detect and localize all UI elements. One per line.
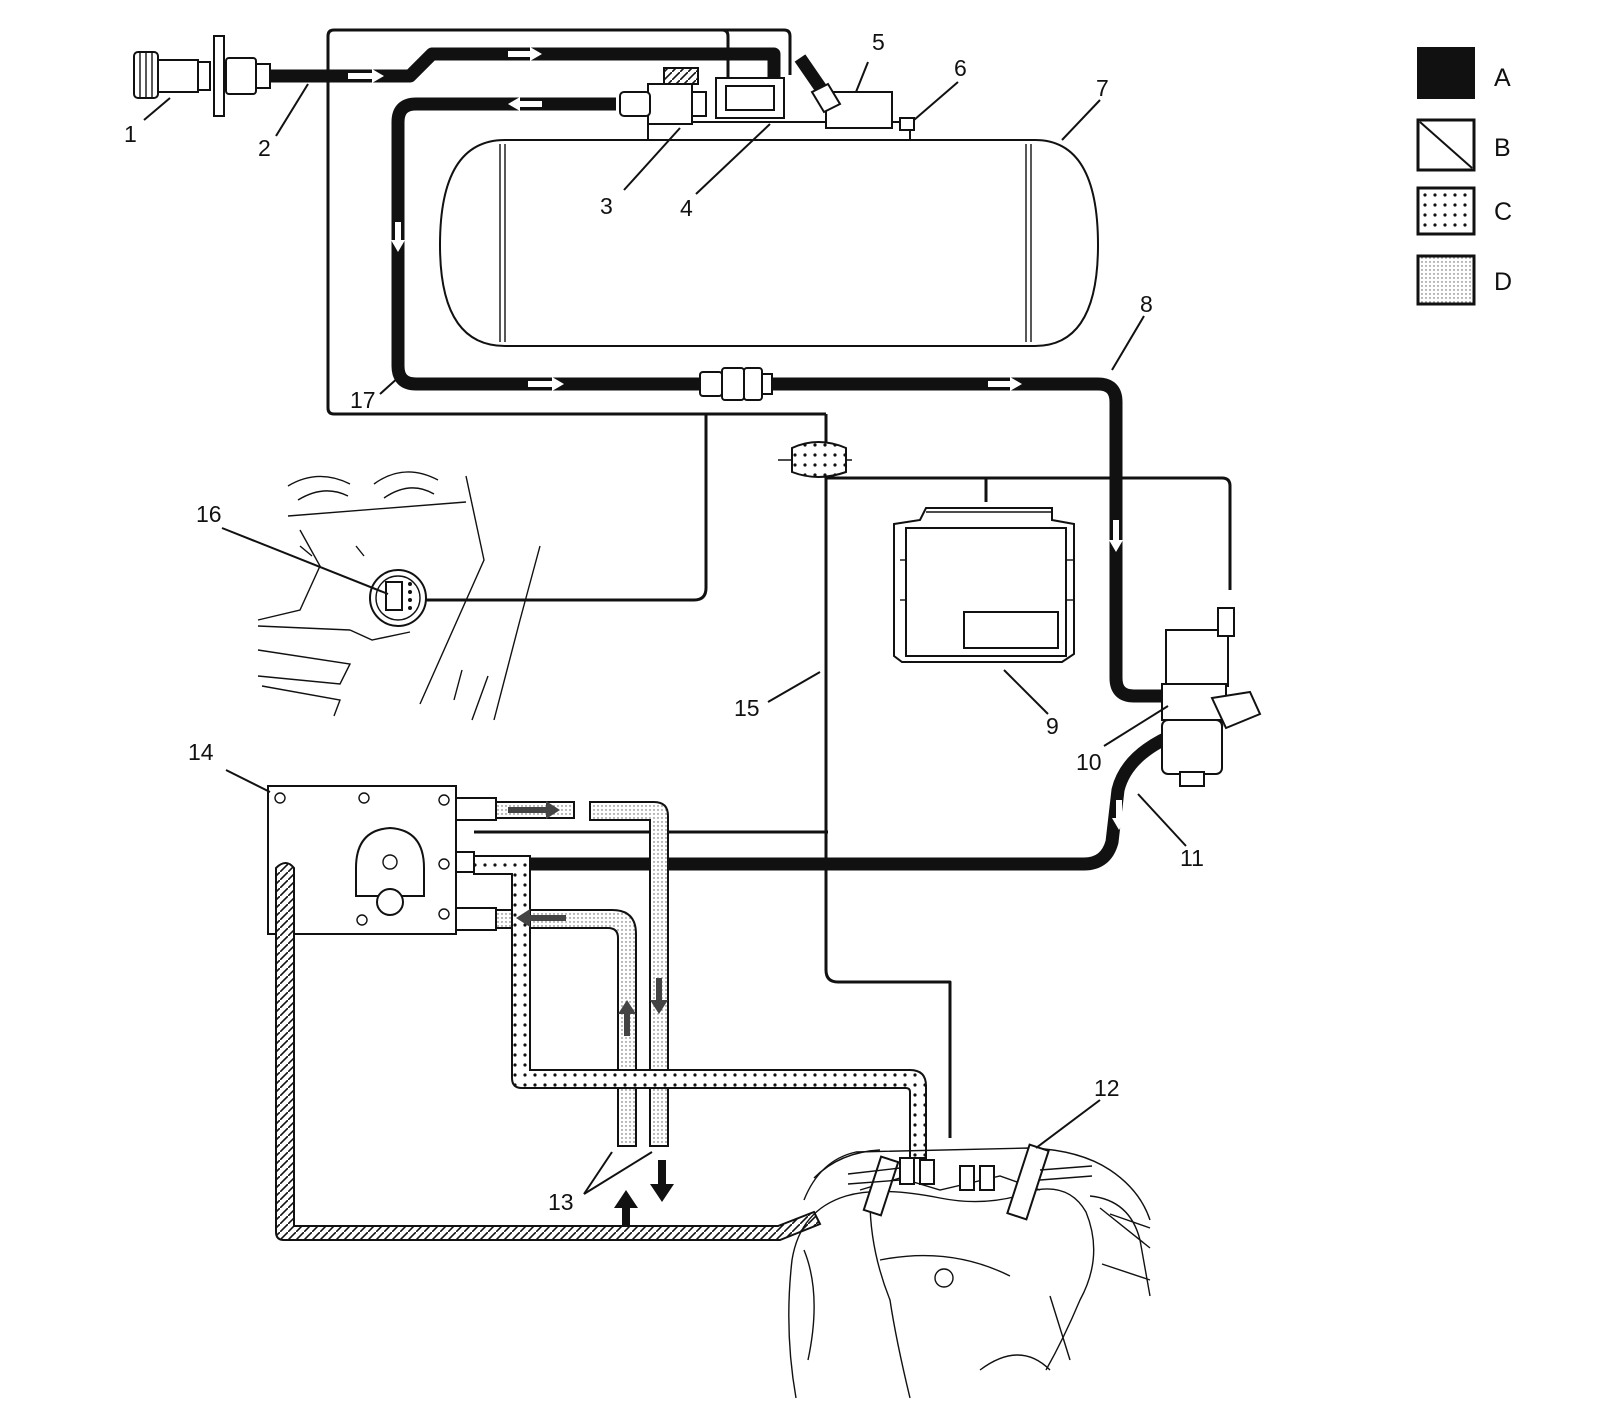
legend-label-d: D [1494,268,1512,296]
switch-wire [420,414,708,602]
fuel-level-sender-6 [899,117,915,131]
injector-rail-12 [847,1143,1151,1249]
legend-item-d: D [1416,254,1512,306]
legend: A B C D [1416,47,1512,306]
legend-swatch-d [1416,254,1476,306]
callout-15: 15 [734,695,760,721]
vacuum-hose-b [275,862,822,1241]
callout-2: 2 [258,135,271,161]
filler-connector [133,35,271,117]
callout-9: 9 [1046,713,1059,739]
callout-6: 6 [954,55,967,81]
callout-11: 11 [1180,845,1204,871]
callout-8: 8 [1140,291,1153,317]
legend-label-b: B [1494,134,1511,162]
lock-off-solenoid-4 [715,77,785,119]
callout-labels: 1 2 3 4 5 6 7 8 9 10 11 12 13 14 15 16 1… [124,29,1204,1215]
callout-5: 5 [872,29,885,55]
callout-13: 13 [548,1189,574,1215]
legend-label-c: C [1494,198,1512,226]
outlet-valve-3 [619,67,707,125]
callout-7: 7 [1096,75,1109,101]
hose-13-down [589,801,669,1147]
legend-swatch-a [1417,47,1475,99]
callout-17: 17 [350,387,376,413]
lpg-ecu-9 [893,507,1075,663]
legend-label-a: A [1494,64,1511,92]
gas-pipe-11 [524,713,1224,871]
lpg-switch-16 [385,581,403,611]
vapour-hose-c [473,855,927,1159]
dashboard-sketch [257,471,541,721]
callout-1: 1 [124,121,137,147]
callout-14: 14 [188,739,214,765]
vaporizer-10 [1161,607,1262,787]
flow-arrows-white [348,47,1126,830]
wiring-harness [326,28,1232,1138]
wire-15 [824,414,952,1138]
legend-item-c: C [1416,186,1512,236]
flow-arrows-black [508,801,674,1226]
multivalve-5 [810,82,893,129]
callout-4: 4 [680,195,693,221]
legend-item-b: B [1416,118,1511,172]
hose-13-up [495,909,637,1147]
callout-10: 10 [1076,749,1102,775]
callout-16: 16 [196,501,222,527]
leader-lines [143,61,1187,1195]
harness-grommet [778,441,852,478]
legend-swatch-c [1416,186,1476,236]
legend-item-a: A [1417,47,1511,99]
lpg-fuel-tank [438,121,1100,347]
tank-fittings [619,67,915,131]
canister-14 [267,785,497,935]
pipe-union [699,367,773,401]
callout-12: 12 [1094,1075,1120,1101]
callout-3: 3 [600,193,613,219]
coolant-hoses [275,801,927,1241]
